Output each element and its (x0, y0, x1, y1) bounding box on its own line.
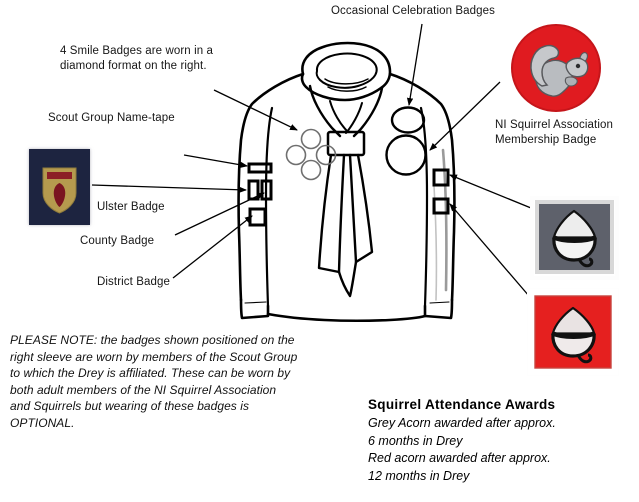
ulster-badge-artwork (29, 149, 90, 225)
name-tape-slot (247, 162, 273, 174)
label-ulster-badge: Ulster Badge (97, 201, 165, 213)
grey-acorn-slot (432, 168, 450, 187)
please-note-text: PLEASE NOTE: the badges shown positioned… (10, 333, 298, 430)
label-ni-squirrel-membership-badge: NI Squirrel Association Membership Badge (495, 119, 613, 146)
ulster-badge-patch-image (29, 149, 90, 225)
red-acorn-badge-artwork (527, 288, 619, 376)
red-acorn-slot (432, 197, 450, 215)
label-district-badge: District Badge (97, 276, 170, 288)
label-scout-group-name-tape: Scout Group Name-tape (48, 112, 175, 124)
ni-squirrel-badge-artwork (511, 24, 601, 112)
grey-acorn-badge-image (530, 196, 619, 280)
squirrel-attendance-awards-title: Squirrel Attendance Awards (368, 397, 556, 412)
ni-squirrel-membership-badge-image (508, 22, 604, 114)
grey-acorn-badge-artwork (530, 196, 619, 280)
smile-badge-circles (285, 128, 337, 181)
county-slot (260, 179, 273, 201)
squirrel-attendance-awards-body: Grey Acorn awarded after approx. 6 month… (368, 416, 556, 483)
label-occasional-celebration-badges: Occasional Celebration Badges (331, 5, 495, 17)
red-acorn-badge-image (527, 288, 619, 376)
district-slot (248, 207, 267, 227)
label-county-badge: County Badge (80, 235, 155, 247)
ulster-slot (247, 179, 260, 201)
label-smile-badges: 4 Smile Badges are worn in a diamond for… (60, 45, 214, 72)
